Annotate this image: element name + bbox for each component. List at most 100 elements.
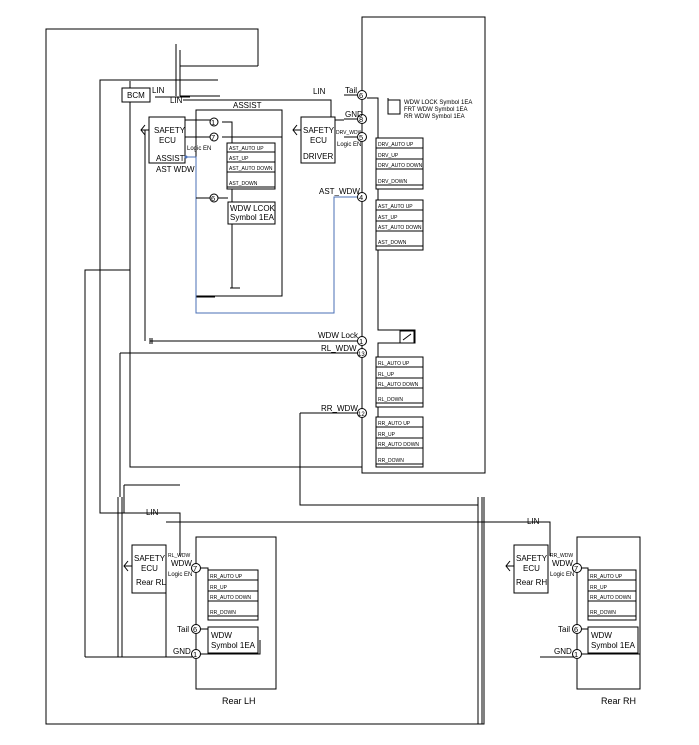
drv-wdw-small-label: DRV_WDW [336,130,363,136]
rear-rh-gnd-label: GND [554,647,572,656]
lin-label-rear-rh: LIN [527,517,540,526]
svg-text:RR_DOWN: RR_DOWN [210,610,236,616]
assist-module-title: ASSIST [233,101,262,110]
assist-logic-en: Logic EN [187,146,211,152]
svg-text:AST_DOWN: AST_DOWN [378,240,407,246]
diode-icon [140,124,146,136]
assist-wdw-lock-symbol: WDW LCOK Symbol 1EA [227,201,276,225]
bcm-module: BCM [121,87,151,103]
rear-lh-switch-box: RR_AUTO UP RR_UP RR_AUTO DOWN RR_DOWN [207,569,259,621]
svg-text:WDW: WDW [211,631,232,640]
rear-rh-wdw-symbol: WDW Symbol 1EA [587,626,639,654]
svg-text:Symbol 1EA: Symbol 1EA [211,641,256,650]
assist-pins: 1 7 6 [185,117,282,289]
lin-label-rear-lh: LIN [146,508,159,517]
rear-rh-logic-en: Logic EN [550,572,574,578]
rear-rh-tail-label: Tail [558,625,570,634]
outer-loop-wire [45,28,485,725]
rr-switch-box: RR_AUTO UP RR_UP RR_AUTO DOWN RR_DOWN [375,416,424,468]
svg-text:ECU: ECU [159,136,176,145]
svg-text:AST_AUTO DOWN: AST_AUTO DOWN [378,225,422,231]
svg-text:6: 6 [574,625,578,634]
svg-text:7: 7 [193,564,197,573]
svg-text:RR_AUTO DOWN: RR_AUTO DOWN [590,595,631,601]
svg-text:12: 12 [358,412,365,418]
rear-rh-unit-title: Rear RH [516,578,547,587]
svg-text:AST_UP: AST_UP [229,156,249,162]
driver-safety-ecu: SAFETY ECU DRIVER Logic EN DRV_WDW [300,116,363,164]
rear-lh-tail-label: Tail [177,625,189,634]
svg-text:WDW LCOK: WDW LCOK [230,204,276,213]
diode-icon [292,124,298,136]
svg-text:RR_DOWN: RR_DOWN [590,610,616,616]
svg-text:AST_DOWN: AST_DOWN [229,181,258,187]
rl-wdw-label: RL_WDW [321,344,357,353]
svg-text:4: 4 [359,193,363,202]
driver-logic-en: Logic EN [337,142,361,148]
svg-text:RR_AUTO UP: RR_AUTO UP [210,574,243,580]
svg-text:DRV_UP: DRV_UP [378,153,399,159]
diode-icon [505,560,511,572]
svg-text:WDW: WDW [591,631,612,640]
svg-text:RR_AUTO DOWN: RR_AUTO DOWN [378,442,419,448]
svg-text:Symbol 1EA: Symbol 1EA [230,213,275,222]
svg-text:RR_AUTO UP: RR_AUTO UP [590,574,623,580]
rear-lh-wdw-symbol: WDW Symbol 1EA [207,626,259,654]
svg-text:SAFETY: SAFETY [516,554,548,563]
rl-switch-box: RL_AUTO UP RL_UP RL_AUTO DOWN RL_DOWN [375,356,424,408]
ast-wdw-label: AST_WDW [319,187,360,196]
svg-text:AST_AUTO UP: AST_AUTO UP [378,204,413,210]
svg-text:RR WDW Symbol 1EA: RR WDW Symbol 1EA [404,114,465,120]
svg-text:1: 1 [574,650,578,659]
svg-text:AST_AUTO UP: AST_AUTO UP [229,146,264,152]
gnd-label: GND [345,110,363,119]
svg-text:RL_AUTO UP: RL_AUTO UP [378,361,410,367]
assist-port-label: ASSIST [156,154,185,163]
driver-pins: 6 Tail 8 GND 5 4 AST_WDW 1 WDW Lock 13 R… [318,86,367,418]
svg-text:RR_UP: RR_UP [210,585,228,591]
svg-text:RR_UP: RR_UP [590,585,608,591]
svg-text:RL_UP: RL_UP [378,372,395,378]
svg-text:AST_UP: AST_UP [378,215,398,221]
svg-text:6: 6 [211,194,215,203]
drv-switch-box: DRV_AUTO UP DRV_UP DRV_AUTO DOWN DRV_DOW… [375,137,424,190]
ast-switch-box: AST_AUTO UP AST_UP AST_AUTO DOWN AST_DOW… [375,199,424,251]
rear-rl-wdw-label: WDW [171,559,192,568]
svg-text:Symbol 1EA: Symbol 1EA [591,641,636,650]
svg-text:RL_DOWN: RL_DOWN [378,397,403,403]
rear-rl-safety-ecu: SAFETY ECU Rear RL RL_WDW WDW Logic EN [131,544,192,594]
symbol-legend: WDW LOCK Symbol 1EA FRT WDW Symbol 1EA R… [387,99,472,120]
lin-label-driver: LIN [313,87,326,96]
rear-rh-title: Rear RH [601,696,636,706]
rear-rh-safety-ecu: SAFETY ECU Rear RH RR_WDW WDW Logic EN [513,544,574,594]
svg-text:1: 1 [211,118,215,127]
svg-text:7: 7 [211,133,215,142]
rear-rh-rr-wdw: RR_WDW [550,553,573,559]
rear-lh-title: Rear LH [222,696,256,706]
driver-ecu-title: DRIVER [303,152,333,161]
svg-text:8: 8 [359,115,363,124]
rear-rl-logic-en: Logic EN [168,572,192,578]
svg-text:SAFETY: SAFETY [154,126,186,135]
svg-text:5: 5 [359,133,363,142]
lock-switch-icon [402,333,412,341]
svg-text:WDW LOCK Symbol 1EA: WDW LOCK Symbol 1EA [404,100,472,106]
lin-label-bcm: LIN [152,86,165,95]
svg-text:DRV_DOWN: DRV_DOWN [378,179,407,185]
svg-text:RL_AUTO DOWN: RL_AUTO DOWN [378,382,419,388]
assist-ecu-title: AST WDW [156,165,195,174]
svg-text:1: 1 [359,337,363,346]
tail-label: Tail [345,86,357,95]
rear-rl-rl-wdw: RL_WDW [168,553,191,559]
lin-label-assist: LIN [170,96,183,105]
svg-text:RR_DOWN: RR_DOWN [378,458,404,464]
rear-lh-gnd-label: GND [173,647,191,656]
svg-text:RR_AUTO DOWN: RR_AUTO DOWN [210,595,251,601]
svg-text:RR_UP: RR_UP [378,432,396,438]
svg-text:SAFETY: SAFETY [134,554,166,563]
rear-rh-wdw-label: WDW [552,559,573,568]
svg-text:7: 7 [574,564,578,573]
wdw-lock-label: WDW Lock [318,331,359,340]
svg-text:ECU: ECU [141,564,158,573]
svg-text:AST_AUTO DOWN: AST_AUTO DOWN [229,166,273,172]
